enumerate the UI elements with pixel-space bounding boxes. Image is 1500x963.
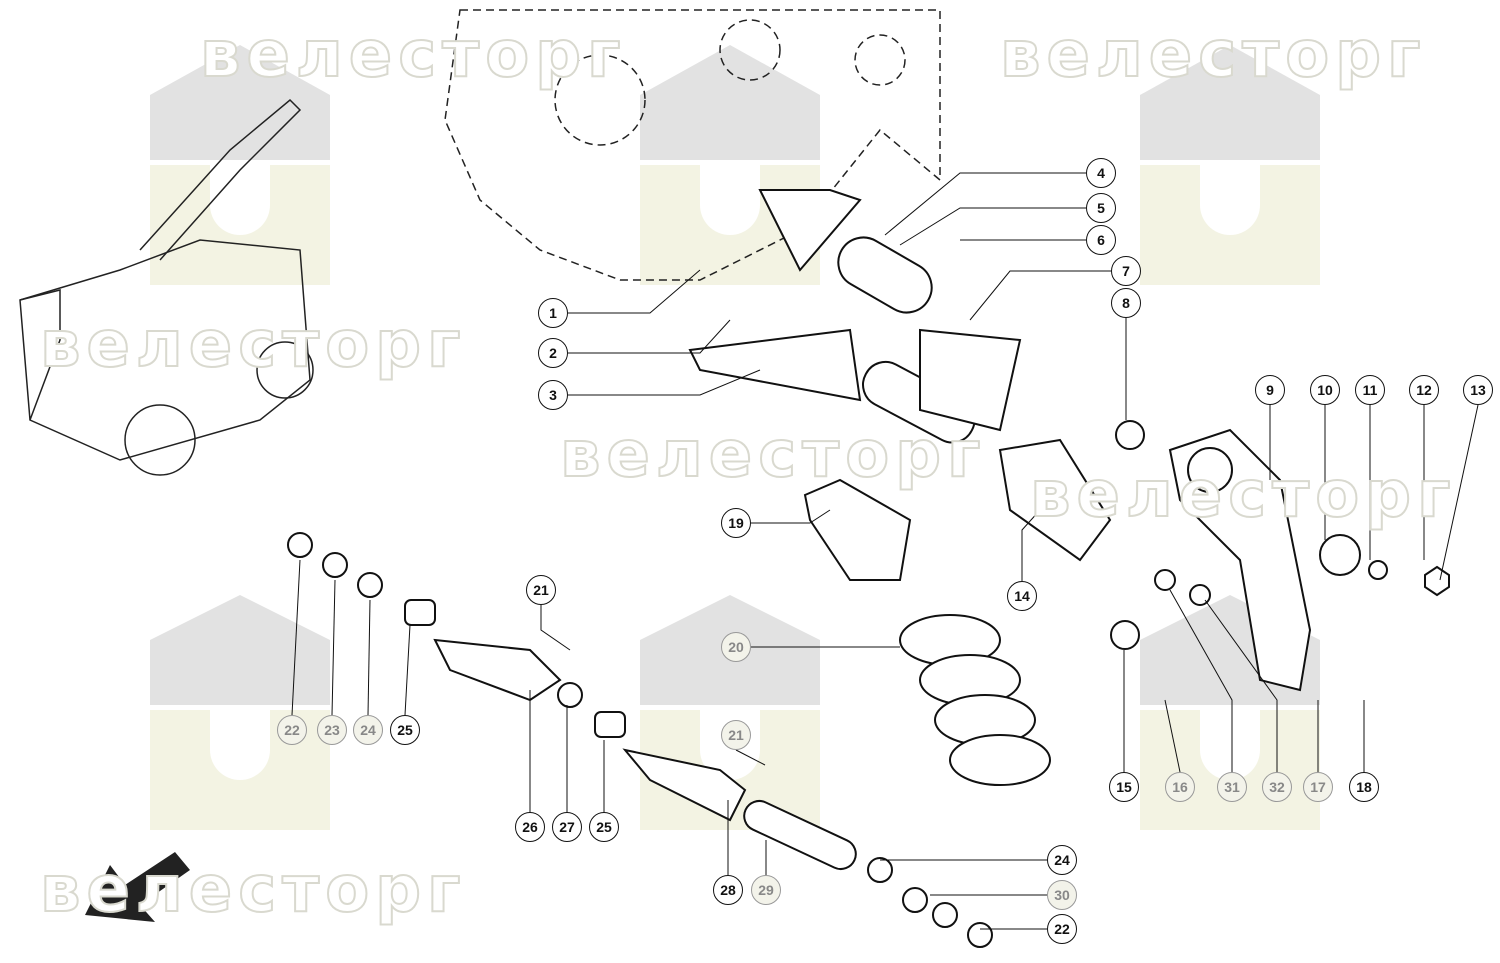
- callout-part-23[interactable]: 23: [317, 715, 347, 745]
- callout-part-30[interactable]: 30: [1047, 880, 1077, 910]
- callout-part-14[interactable]: 14: [1007, 581, 1037, 611]
- callout-part-13[interactable]: 13: [1463, 375, 1493, 405]
- callout-part-2[interactable]: 2: [538, 338, 568, 368]
- callout-part-24[interactable]: 24: [1047, 845, 1077, 875]
- leader-lines: [291, 172, 1479, 930]
- callout-part-10[interactable]: 10: [1310, 375, 1340, 405]
- callout-part-12[interactable]: 12: [1409, 375, 1439, 405]
- callout-part-25[interactable]: 25: [589, 812, 619, 842]
- callout-part-25[interactable]: 25: [390, 715, 420, 745]
- callout-part-6[interactable]: 6: [1086, 225, 1116, 255]
- watermark-text: велесторг: [39, 853, 467, 927]
- callout-part-21[interactable]: 21: [526, 575, 556, 605]
- callout-part-4[interactable]: 4: [1086, 158, 1116, 188]
- callout-part-19[interactable]: 19: [721, 508, 751, 538]
- parts-drawing: [287, 189, 1450, 948]
- watermark-text: велесторг: [559, 418, 987, 492]
- callout-part-18[interactable]: 18: [1349, 772, 1379, 802]
- callout-part-5[interactable]: 5: [1086, 193, 1116, 223]
- callout-part-22[interactable]: 22: [277, 715, 307, 745]
- arrow-forward-left-icon: [85, 852, 190, 922]
- callout-part-16[interactable]: 16: [1165, 772, 1195, 802]
- callout-part-31[interactable]: 31: [1217, 772, 1247, 802]
- callout-part-3[interactable]: 3: [538, 380, 568, 410]
- watermark-text: велесторг: [999, 18, 1427, 92]
- callout-part-24[interactable]: 24: [353, 715, 383, 745]
- harvester-sketch: [19, 98, 314, 476]
- callout-part-27[interactable]: 27: [552, 812, 582, 842]
- callout-part-11[interactable]: 11: [1355, 375, 1385, 405]
- callout-part-22[interactable]: 22: [1047, 914, 1077, 944]
- callout-part-7[interactable]: 7: [1111, 256, 1141, 286]
- watermark-text: велесторг: [1029, 458, 1457, 532]
- callout-part-20[interactable]: 20: [721, 632, 751, 662]
- callout-part-15[interactable]: 15: [1109, 772, 1139, 802]
- callout-part-21[interactable]: 21: [721, 720, 751, 750]
- gearbox-outline: [444, 9, 941, 281]
- watermark-text: велесторг: [199, 18, 627, 92]
- callout-part-8[interactable]: 8: [1111, 288, 1141, 318]
- watermark-text: велесторг: [39, 308, 467, 382]
- callout-part-26[interactable]: 26: [515, 812, 545, 842]
- callout-part-9[interactable]: 9: [1255, 375, 1285, 405]
- callout-part-1[interactable]: 1: [538, 298, 568, 328]
- callout-part-17[interactable]: 17: [1303, 772, 1333, 802]
- callout-part-29[interactable]: 29: [751, 875, 781, 905]
- callout-part-32[interactable]: 32: [1262, 772, 1292, 802]
- callout-part-28[interactable]: 28: [713, 875, 743, 905]
